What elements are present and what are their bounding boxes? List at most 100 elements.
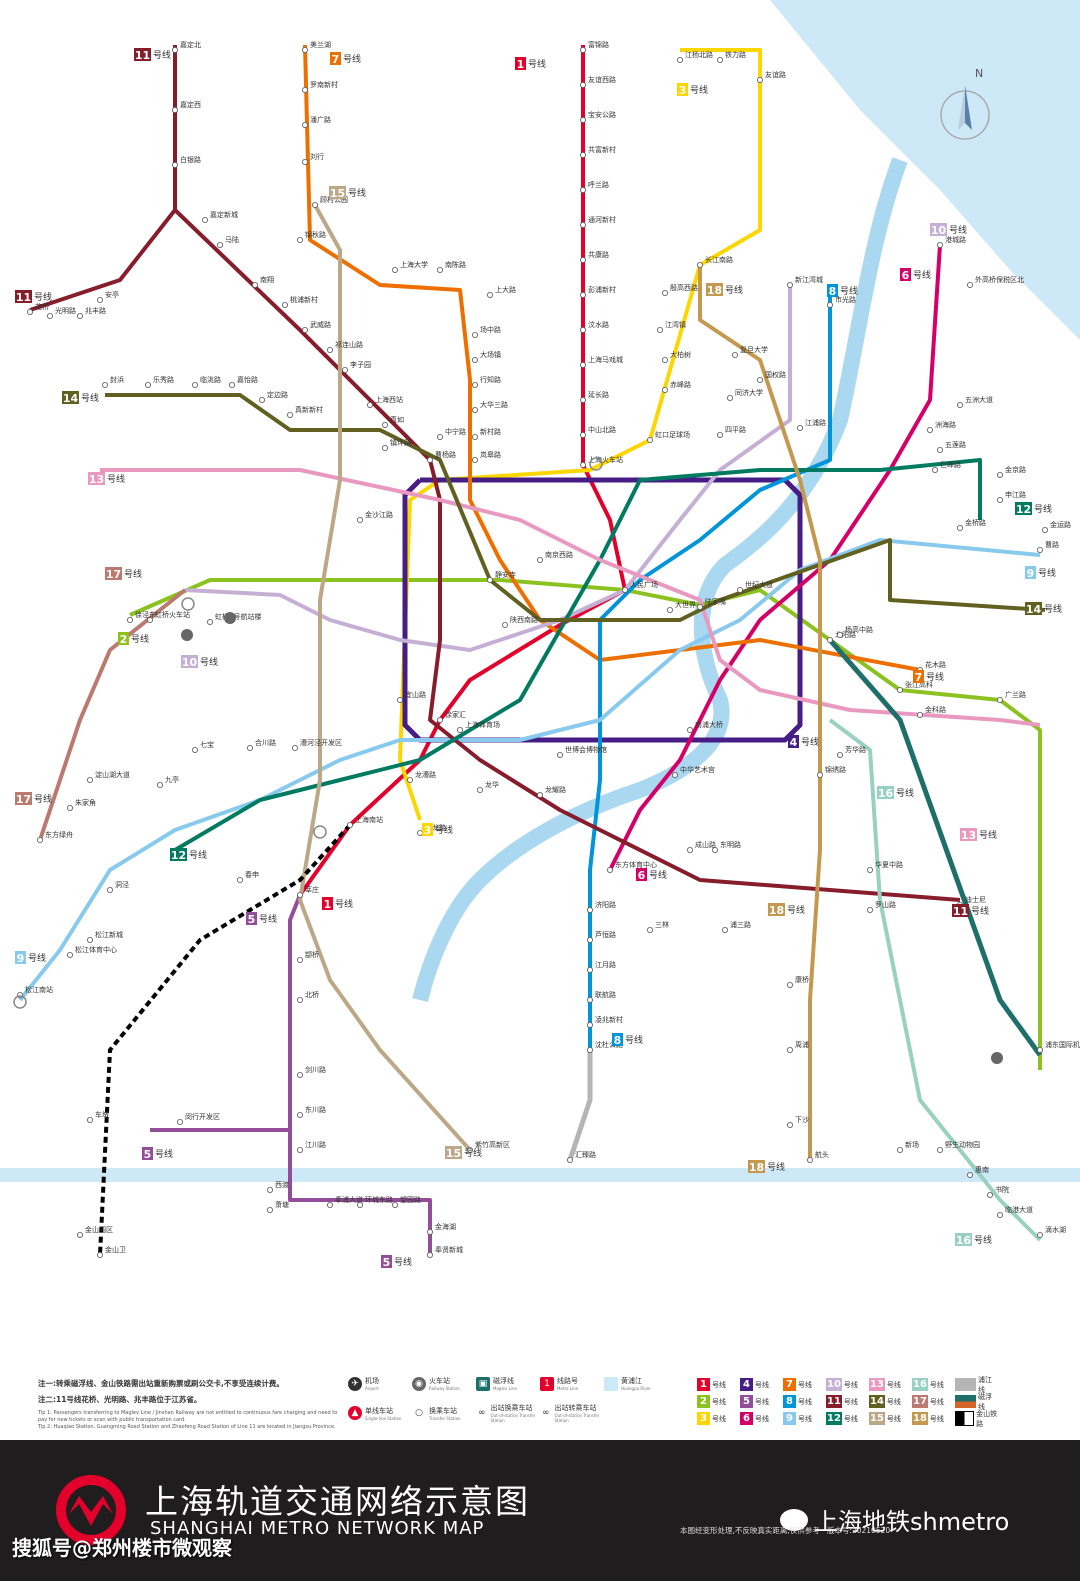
station-label[interactable]: 美兰湖 bbox=[310, 40, 331, 49]
station-label[interactable]: 滴水湖 bbox=[1045, 1225, 1066, 1234]
station-marker[interactable] bbox=[897, 687, 904, 694]
station-marker[interactable] bbox=[296, 957, 303, 964]
station-label[interactable]: 漕河泾开发区 bbox=[300, 738, 342, 747]
station-label[interactable]: 临洮路 bbox=[200, 375, 221, 384]
station-label[interactable]: 潘广路 bbox=[310, 115, 331, 124]
station-label[interactable]: 龙漕路 bbox=[415, 770, 436, 779]
station-marker[interactable] bbox=[416, 830, 423, 837]
station-marker[interactable] bbox=[622, 587, 629, 594]
station-marker[interactable] bbox=[580, 47, 587, 54]
station-marker[interactable] bbox=[717, 431, 724, 438]
station-marker[interactable] bbox=[144, 381, 151, 388]
station-marker[interactable] bbox=[47, 312, 54, 319]
metro-line-5[interactable] bbox=[150, 894, 302, 1132]
station-marker[interactable] bbox=[471, 433, 478, 440]
station-label[interactable]: 汶水路 bbox=[588, 320, 609, 329]
station-label[interactable]: 大世界 bbox=[675, 600, 696, 609]
station-label[interactable]: 南京西路 bbox=[545, 550, 573, 559]
station-marker[interactable] bbox=[471, 356, 478, 363]
station-marker[interactable] bbox=[37, 837, 44, 844]
station-marker[interactable] bbox=[787, 281, 794, 288]
station-marker[interactable] bbox=[580, 82, 587, 89]
station-marker[interactable] bbox=[997, 1212, 1004, 1219]
station-label[interactable]: 静安寺 bbox=[495, 570, 516, 579]
station-label[interactable]: 奉浦大道 bbox=[335, 1195, 363, 1204]
station-marker[interactable] bbox=[580, 221, 587, 228]
station-label[interactable]: 石龙路 bbox=[425, 823, 446, 832]
station-label[interactable]: 顾村公园 bbox=[320, 195, 348, 204]
station-label[interactable]: 芦恒路 bbox=[595, 930, 616, 939]
station-marker[interactable] bbox=[107, 887, 114, 894]
station-marker[interactable] bbox=[557, 752, 564, 759]
station-marker[interactable] bbox=[476, 787, 483, 794]
station-label[interactable]: 世纪大道 bbox=[745, 580, 773, 589]
station-label[interactable]: 港城路 bbox=[945, 235, 966, 244]
station-marker[interactable] bbox=[1037, 1047, 1044, 1054]
station-marker[interactable] bbox=[662, 356, 669, 363]
station-marker[interactable] bbox=[171, 47, 178, 54]
station-label[interactable]: 航头 bbox=[815, 1150, 829, 1159]
station-label[interactable]: 定边路 bbox=[267, 390, 288, 399]
station-marker[interactable] bbox=[77, 312, 84, 319]
station-marker[interactable] bbox=[191, 381, 198, 388]
station-label[interactable]: 岚皋路 bbox=[480, 450, 501, 459]
station-label[interactable]: 李子园 bbox=[350, 360, 371, 369]
station-label[interactable]: 新场 bbox=[905, 1140, 919, 1149]
station-label[interactable]: 五莲路 bbox=[945, 440, 966, 449]
station-marker[interactable] bbox=[127, 617, 134, 624]
station-label[interactable]: 花木路 bbox=[925, 660, 946, 669]
metro-line-18[interactable] bbox=[698, 265, 822, 1160]
station-label[interactable]: 迪士尼 bbox=[965, 895, 986, 904]
station-marker[interactable] bbox=[927, 426, 934, 433]
station-label[interactable]: 书院 bbox=[995, 1185, 1009, 1194]
jinshan-railway[interactable] bbox=[98, 823, 352, 1256]
station-marker[interactable] bbox=[426, 456, 433, 463]
station-label[interactable]: 野生动物园 bbox=[945, 1140, 980, 1149]
station-marker[interactable] bbox=[381, 444, 388, 451]
station-label[interactable]: 嘉定西 bbox=[180, 100, 201, 109]
station-label[interactable]: 洲海路 bbox=[935, 420, 956, 429]
station-label[interactable]: 曹杨路 bbox=[435, 450, 456, 459]
station-label[interactable]: 南翔 bbox=[260, 275, 274, 284]
station-label[interactable]: 合川路 bbox=[255, 738, 276, 747]
station-marker[interactable] bbox=[787, 1122, 794, 1129]
station-label[interactable]: 淀山湖大道 bbox=[95, 770, 130, 779]
station-label[interactable]: 江川路 bbox=[305, 1140, 326, 1149]
station-marker[interactable] bbox=[677, 57, 684, 64]
station-marker[interactable] bbox=[580, 186, 587, 193]
station-label[interactable]: 世博会博物馆 bbox=[565, 745, 607, 754]
station-marker[interactable] bbox=[228, 381, 235, 388]
station-label[interactable]: 巨峰路 bbox=[940, 460, 961, 469]
station-marker[interactable] bbox=[296, 236, 303, 243]
station-marker[interactable] bbox=[216, 241, 223, 248]
station-label[interactable]: 同济大学 bbox=[735, 388, 763, 397]
station-label[interactable]: 临港大道 bbox=[1005, 1205, 1033, 1214]
station-marker[interactable] bbox=[87, 1117, 94, 1124]
station-label[interactable]: 宜山路 bbox=[405, 690, 426, 699]
station-label[interactable]: 徐家汇 bbox=[445, 710, 466, 719]
station-marker[interactable] bbox=[757, 77, 764, 84]
station-label[interactable]: 上海南站 bbox=[355, 815, 383, 824]
station-label[interactable]: 大场镇 bbox=[480, 350, 501, 359]
station-marker[interactable] bbox=[712, 847, 719, 854]
station-marker[interactable] bbox=[587, 937, 594, 944]
station-marker[interactable] bbox=[667, 607, 674, 614]
station-marker[interactable] bbox=[717, 57, 724, 64]
station-label[interactable]: 上海马戏城 bbox=[588, 355, 623, 364]
station-label[interactable]: 锦秋路 bbox=[305, 230, 326, 239]
station-label[interactable]: 莘庄 bbox=[305, 885, 319, 894]
station-label[interactable]: 嘉怡路 bbox=[237, 375, 258, 384]
station-label[interactable]: 人民广场 bbox=[630, 580, 658, 589]
station-label[interactable]: 松江体育中心 bbox=[75, 945, 117, 954]
station-marker[interactable] bbox=[436, 266, 443, 273]
station-label[interactable]: 白银路 bbox=[180, 155, 201, 164]
